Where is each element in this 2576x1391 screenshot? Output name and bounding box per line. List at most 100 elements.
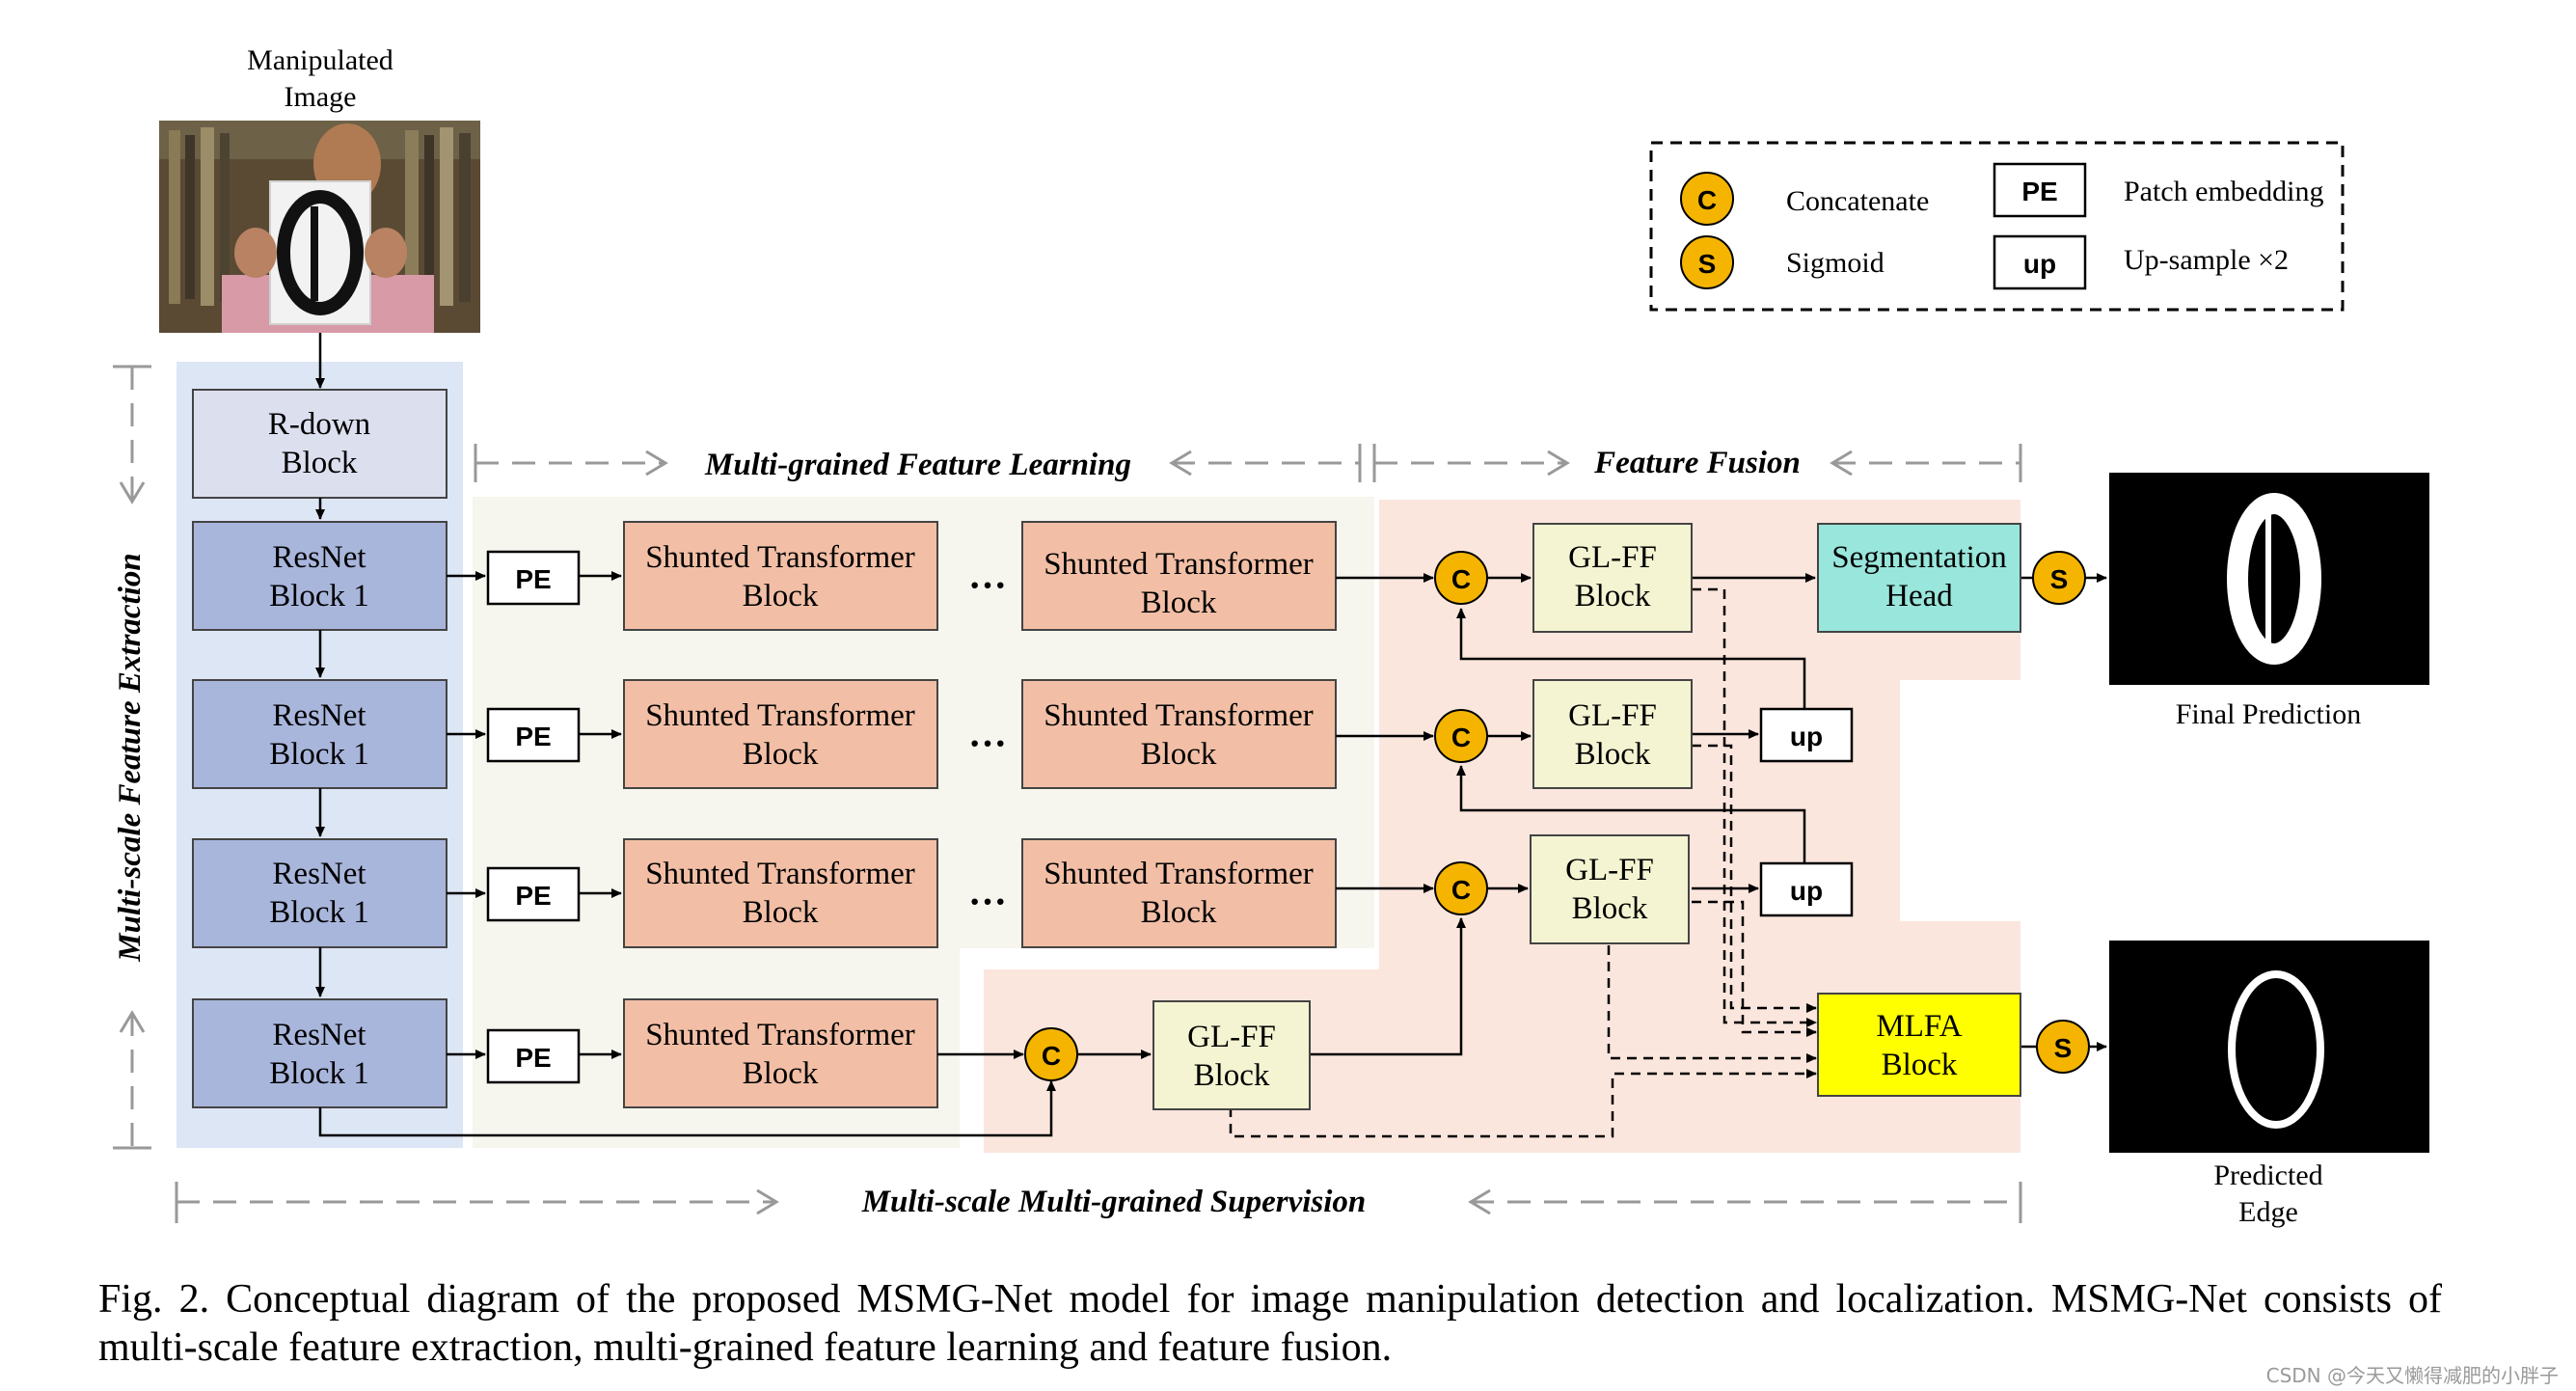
glff-block-1-line2: Block — [1575, 579, 1651, 614]
glff-block-1: GL-FF Block — [1532, 523, 1693, 633]
final-prediction-label: Final Prediction — [2176, 698, 2361, 730]
section-fusion-label: Feature Fusion — [1593, 446, 1801, 480]
glff-block-3: GL-FF Block — [1530, 834, 1690, 944]
legend-sigmoid-symbol: S — [1698, 249, 1717, 279]
shunted-block-3b-line2: Block — [1141, 895, 1217, 930]
legend-pe-symbol: PE — [2021, 177, 2057, 206]
glff-block-2-line1: GL-FF — [1568, 698, 1657, 733]
mlfa-block: MLFA Block — [1817, 993, 2021, 1097]
shunted-block-4-line1: Shunted Transformer — [645, 1018, 915, 1052]
rdown-block-line1: R-down — [268, 407, 370, 442]
resnet-block-3-line1: ResNet — [272, 857, 366, 891]
pe-block-4-label: PE — [515, 1043, 551, 1073]
legend-concat-icon — [1680, 172, 1734, 226]
legend-up-box — [1993, 234, 2087, 290]
glff-block-3-line2: Block — [1572, 891, 1648, 926]
watermark: CSDN @今天又懒得减肥的小胖子 — [2265, 1364, 2559, 1387]
sigmoid-node-1-label: S — [2050, 564, 2069, 594]
resnet-block-3-line2: Block 1 — [269, 895, 369, 930]
pe-block-3-label: PE — [515, 881, 551, 911]
shunted-block-1b-line1: Shunted Transformer — [1044, 547, 1314, 582]
resnet-block-4: ResNet Block 1 — [192, 998, 447, 1108]
resnet-block-1-line2: Block 1 — [269, 579, 369, 614]
legend: C Concatenate S Sigmoid PE Patch embeddi… — [1649, 141, 2345, 312]
concat-node-4: C — [1024, 1027, 1078, 1081]
concat-node-4-label: C — [1042, 1041, 1061, 1071]
up-block-1: up — [1759, 707, 1854, 763]
legend-sigmoid-icon — [1680, 235, 1734, 289]
shunted-block-1a-line2: Block — [743, 579, 819, 614]
resnet-block-3: ResNet Block 1 — [192, 838, 447, 948]
sigmoid-node-1: S — [2032, 551, 2086, 605]
legend-concat-label: Concatenate — [1786, 185, 1929, 217]
concat-node-2-label: C — [1451, 723, 1471, 752]
fusion-region — [984, 500, 2020, 1153]
shunted-block-3b-line1: Shunted Transformer — [1044, 857, 1314, 891]
concat-node-1: C — [1434, 551, 1488, 605]
shunted-block-2a-line2: Block — [743, 737, 819, 772]
final-prediction-image — [2109, 473, 2429, 685]
mlfa-block-line2: Block — [1882, 1048, 1958, 1082]
segmentation-head: Segmentation Head — [1817, 523, 2021, 633]
shunted-row-2: Shunted Transformer Block ··· Shunted Tr… — [579, 679, 1337, 789]
sigmoid-node-2-label: S — [2054, 1033, 2073, 1063]
sigmoid-node-2: S — [2036, 1020, 2090, 1074]
legend-concat-symbol: C — [1697, 185, 1717, 215]
up-block-1-label: up — [1790, 722, 1823, 751]
up-block-2-label: up — [1790, 876, 1823, 906]
shunted-block-4-line2: Block — [743, 1056, 819, 1091]
legend-up-symbol: up — [2023, 249, 2056, 279]
shunted-block-1a-line1: Shunted Transformer — [645, 540, 915, 575]
shunted-row-3: Shunted Transformer Block ··· Shunted Tr… — [579, 838, 1337, 948]
resnet-block-2-line1: ResNet — [272, 698, 366, 733]
section-supervision-label: Multi-scale Multi-grained Supervision — [861, 1185, 1367, 1219]
glff-block-4: GL-FF Block — [1152, 1000, 1311, 1110]
rdown-block — [192, 389, 447, 499]
glff-block-3-line1: GL-FF — [1565, 853, 1654, 887]
legend-sigmoid-label: Sigmoid — [1786, 247, 1885, 279]
legend-pe-box — [1993, 162, 2087, 218]
section-learning-header — [474, 444, 1362, 482]
mlfa-dashed-connectors — [1229, 587, 1817, 1138]
resnet-block-2: ResNet Block 1 — [192, 679, 447, 789]
figure-caption: Fig. 2. Conceptual diagram of the propos… — [98, 1277, 2442, 1370]
shunted-block-3b — [1021, 838, 1337, 948]
pe-block-1 — [486, 550, 581, 606]
pe-block-4 — [486, 1028, 581, 1084]
resnet-block-2-line2: Block 1 — [269, 737, 369, 772]
resnet-block-1-line1: ResNet — [272, 540, 366, 575]
shunted-block-3a — [623, 838, 938, 948]
concat-node-2: C — [1434, 709, 1488, 763]
concat-node-3: C — [1434, 861, 1488, 915]
legend-pe-label: Patch embedding — [2124, 176, 2323, 207]
input-label-line1: Manipulated — [247, 44, 393, 76]
glff-block-4-line1: GL-FF — [1187, 1020, 1276, 1054]
ellipsis-3: ··· — [968, 880, 1007, 923]
section-supervision-footer — [175, 1182, 2022, 1223]
manipulated-image — [159, 121, 480, 333]
legend-up-label: Up-sample ×2 — [2124, 244, 2289, 276]
shunted-block-1b — [1021, 521, 1337, 631]
pe-block-1-label: PE — [515, 564, 551, 594]
segmentation-head-line2: Head — [1885, 579, 1953, 614]
predicted-edge-label-line2: Edge — [2238, 1196, 2298, 1228]
glff-block-1-line1: GL-FF — [1568, 540, 1657, 575]
ellipsis-1: ··· — [968, 563, 1007, 607]
section-extraction-axis — [113, 365, 151, 1150]
shunted-block-2a — [623, 679, 938, 789]
resnet-block-4-line1: ResNet — [272, 1018, 366, 1052]
shunted-block-1a — [623, 521, 938, 631]
concat-node-1-label: C — [1451, 564, 1471, 594]
glff-block-4-line2: Block — [1194, 1058, 1270, 1093]
pe-block-3 — [486, 866, 581, 922]
shunted-block-3a-line1: Shunted Transformer — [645, 857, 915, 891]
resnet-block-1: ResNet Block 1 — [192, 521, 447, 631]
shunted-block-2a-line1: Shunted Transformer — [645, 698, 915, 733]
shunted-row-1: Shunted Transformer Block ··· Shunted Tr… — [579, 521, 1337, 631]
shunted-block-4 — [623, 998, 938, 1108]
shunted-block-2b — [1021, 679, 1337, 789]
glff-block-2: GL-FF Block — [1532, 679, 1693, 789]
segmentation-head-line1: Segmentation — [1831, 540, 2006, 575]
input-label-line2: Image — [285, 81, 357, 113]
